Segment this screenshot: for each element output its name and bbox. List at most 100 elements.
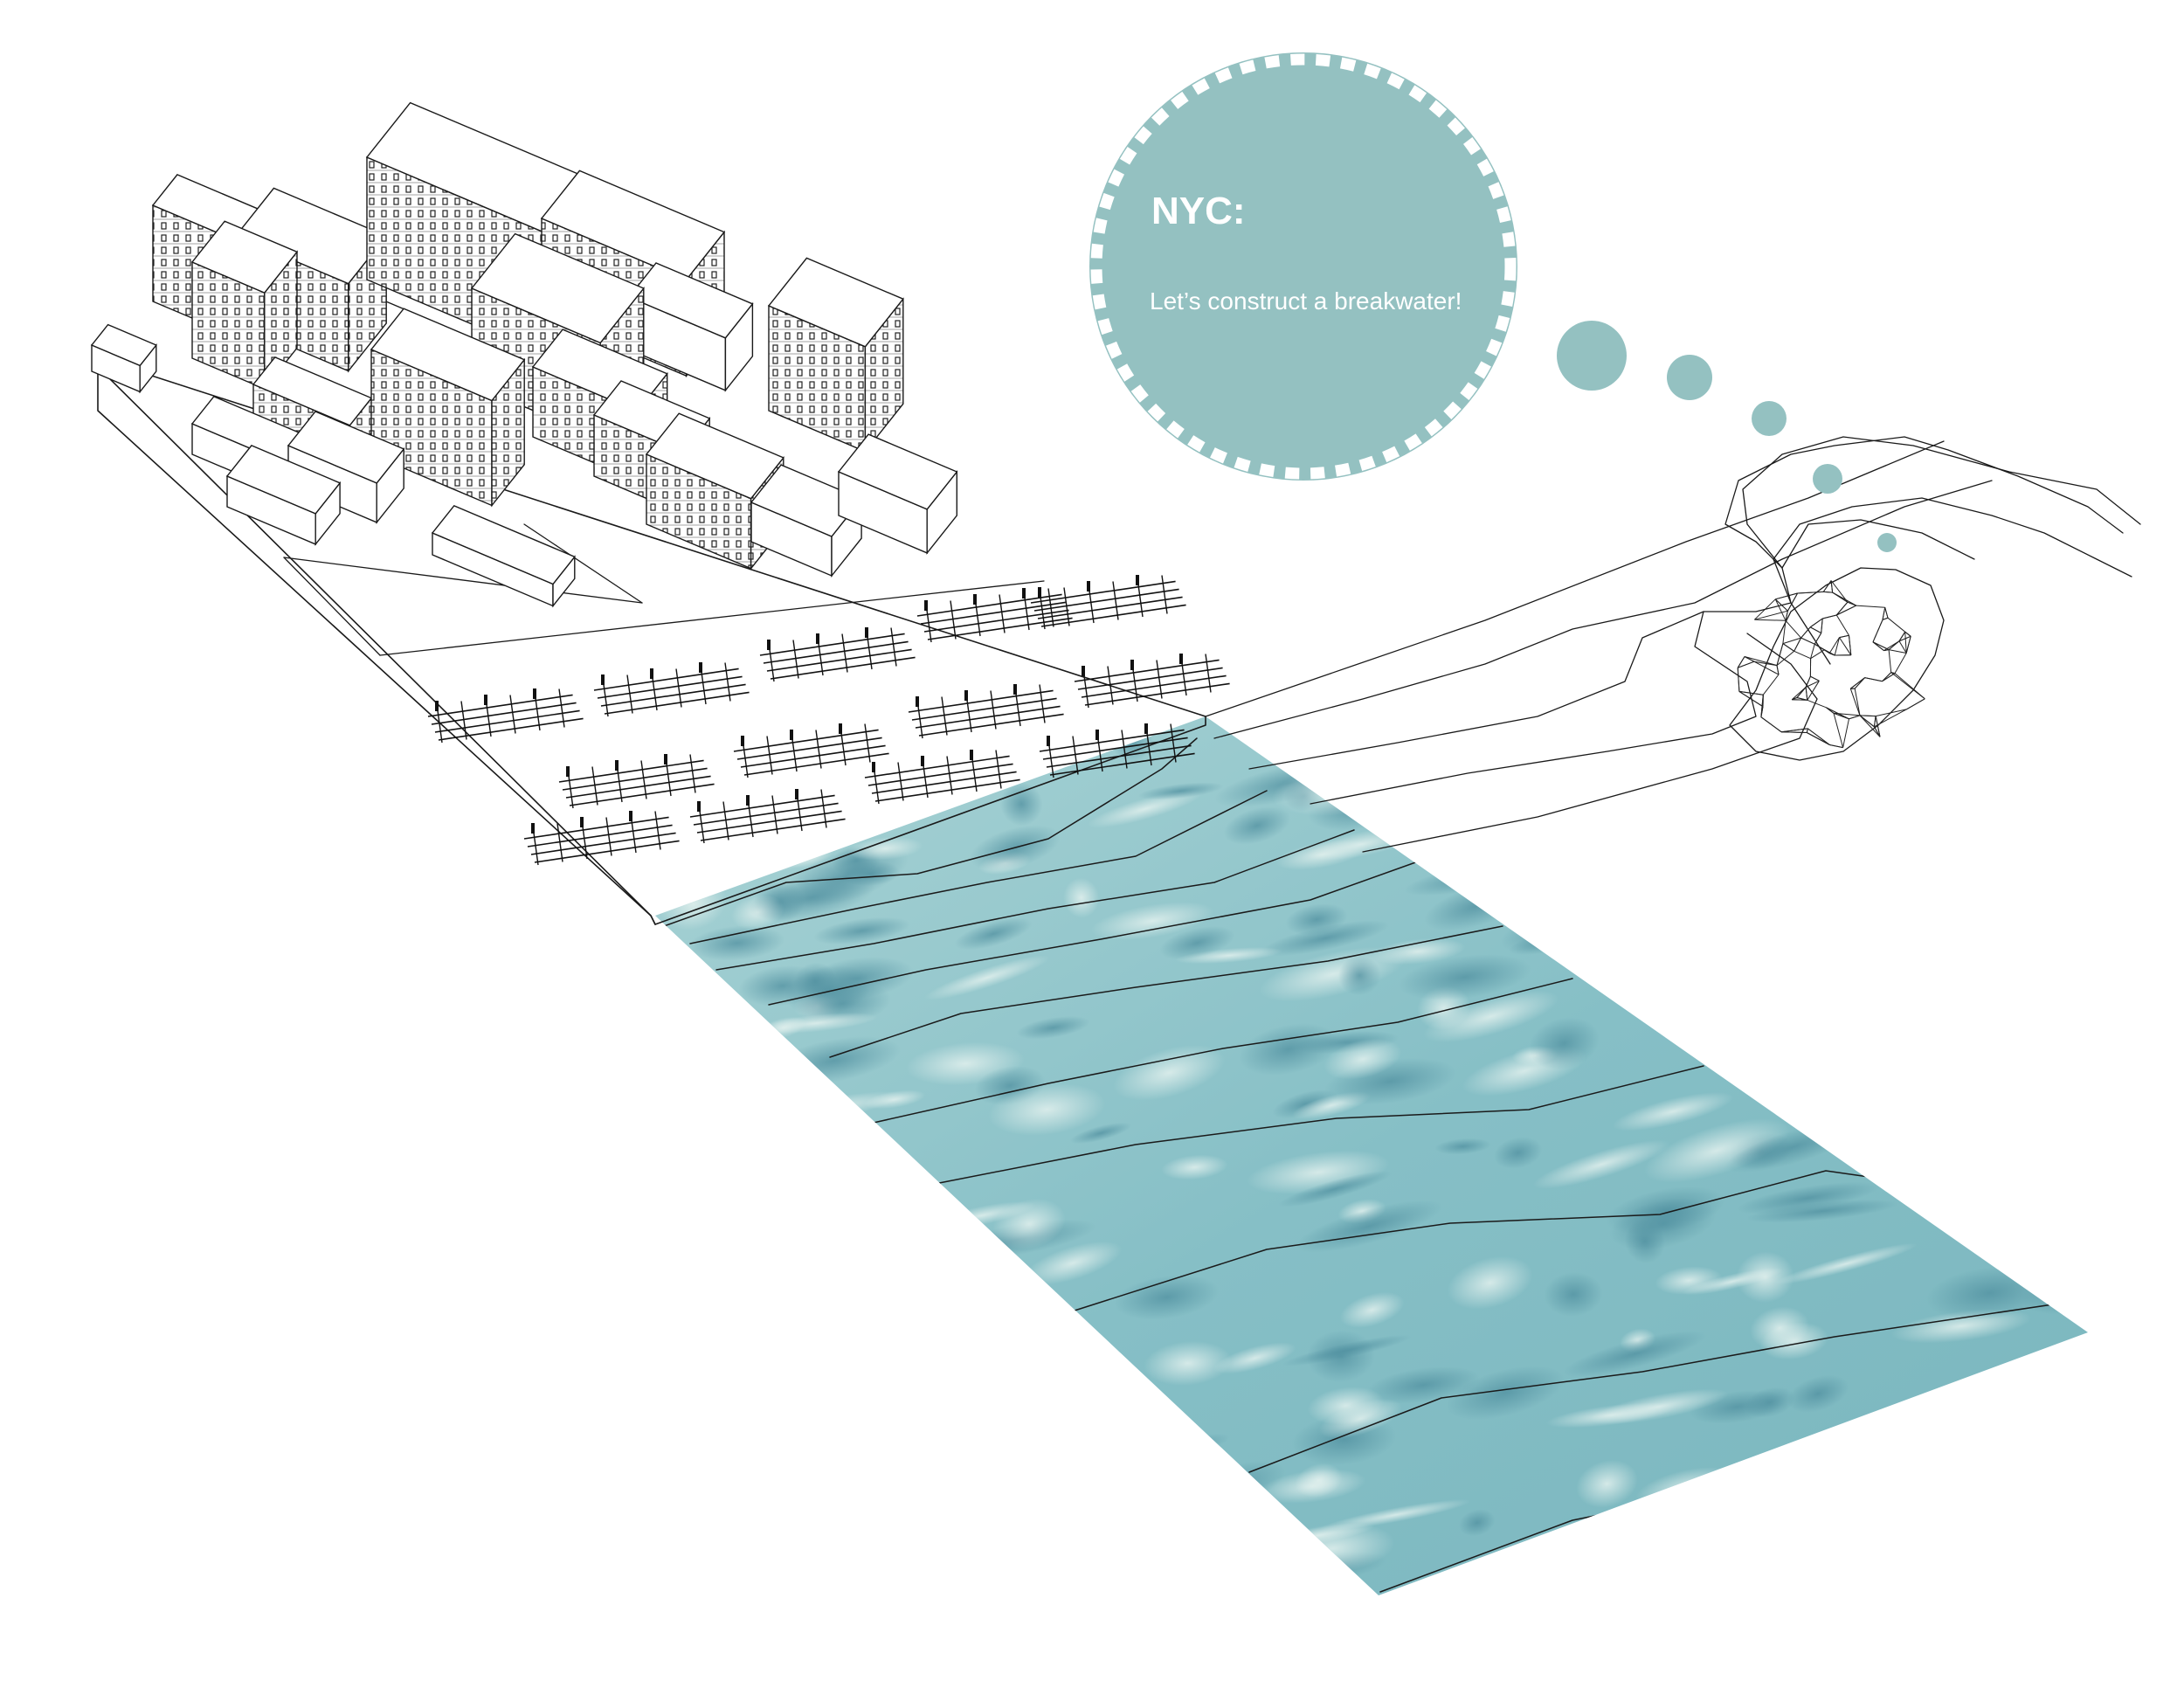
water-ripple (874, 1454, 974, 1490)
water-ripple (863, 1090, 926, 1110)
water-ripple (1609, 1198, 1717, 1250)
water-ripple (1958, 1539, 2004, 1583)
water-ripple (1655, 1266, 1723, 1295)
rock-mesh-edge (1872, 641, 1890, 651)
water-ripple (1595, 937, 1652, 991)
pier-unit (558, 754, 715, 809)
rock-mesh-edge (1904, 631, 1911, 637)
water-ripple (769, 1135, 808, 1172)
water-ripple (2005, 1015, 2088, 1066)
water-ripple (1444, 834, 1541, 861)
rock-mesh-edge (1888, 649, 1892, 673)
rock-mesh-edge (1807, 732, 1830, 745)
rock-mesh-edge (1849, 688, 1861, 716)
rock-mesh-edge (1873, 726, 1881, 737)
water-ripple (689, 925, 785, 961)
water-ripple (836, 1290, 916, 1325)
water-ripple (732, 1505, 874, 1554)
water-ripple (2050, 1100, 2088, 1148)
thought-bubble-circle (1089, 52, 1517, 481)
building (431, 504, 576, 608)
rock-mesh-edge (1856, 605, 1885, 608)
water-ripple (1583, 812, 1721, 856)
water-ripple (1307, 1387, 1385, 1425)
water-ripple (764, 1126, 878, 1171)
water-ripple (762, 1337, 831, 1387)
water-ripple (1697, 1505, 1786, 1559)
water-ripple (1295, 1463, 1343, 1498)
water-ripple (964, 716, 1101, 756)
rock-mesh-edge (1780, 731, 1807, 733)
rock-mesh-edge (1894, 653, 1907, 674)
rock-mesh-edge (1760, 695, 1764, 717)
rock-mesh-edge (1810, 649, 1825, 660)
water-ripple (1987, 986, 2077, 1020)
rock-mesh-edge (1890, 672, 1896, 675)
rock-mesh-edge (1830, 580, 1849, 603)
rock-mesh-edge (1898, 635, 1911, 642)
pier-unit (733, 723, 889, 778)
thought-dot-3 (1752, 401, 1787, 436)
water-ripple (955, 1344, 1027, 1395)
pier-unit (1030, 575, 1186, 630)
water-ripple (1272, 1090, 1337, 1119)
water-ripple (1912, 792, 1994, 826)
rock-mesh-edge (1776, 650, 1795, 666)
water-ripple (1871, 1419, 1918, 1437)
rock-mesh-edge (1872, 641, 1884, 651)
rock-mesh-edge (1796, 687, 1807, 698)
water-ripple (1398, 954, 1531, 1000)
pier-unit (1074, 654, 1230, 709)
rock-mesh-edge (1882, 673, 1896, 682)
building (190, 220, 299, 391)
water-ripple (771, 1472, 832, 1503)
water-ripple (1322, 716, 1379, 748)
water-ripple (1213, 1342, 1296, 1374)
water-ripple (1333, 744, 1401, 780)
water-ripple (1737, 1181, 1879, 1214)
rock-mesh-edge (1785, 611, 1788, 621)
water-ripple (764, 1469, 904, 1498)
water-ripple (1113, 1044, 1226, 1101)
rock-mesh-edge (1835, 614, 1849, 636)
thought-dot-5 (1877, 533, 1897, 552)
pier-unit (689, 789, 846, 844)
water-ripple (1261, 920, 1390, 957)
water-ripple (771, 1340, 907, 1378)
pier-unit (864, 750, 1020, 805)
water-ripple (1096, 1478, 1223, 1508)
rock-mesh-edge (1829, 744, 1843, 749)
rock-mesh-edge (1875, 716, 1881, 737)
rock-mesh-edge (1889, 649, 1907, 654)
water-ripple (756, 1013, 878, 1034)
water-ripple (1987, 716, 2062, 732)
pier-unit (759, 627, 916, 682)
rock-mesh-edge (1859, 715, 1875, 728)
water-ripple (2001, 837, 2088, 872)
rock-mesh-edge (1849, 635, 1852, 655)
rock-mesh-edge (1835, 601, 1849, 616)
water-ripple (1736, 1251, 1794, 1303)
rock-mesh-edge (1905, 636, 1911, 654)
rock-mesh-edge (1884, 607, 1889, 619)
rock-mesh-edge (1906, 698, 1925, 710)
pier-unit (916, 588, 1073, 643)
rock-mesh-edge (1821, 618, 1823, 633)
water-ripple (1787, 1374, 1849, 1413)
water-ripple (947, 1332, 1055, 1376)
rock-mesh-edge (1873, 716, 1876, 727)
rock-mesh-edge (1782, 620, 1787, 644)
rock-mesh-edge (1872, 619, 1883, 642)
rock-mesh-edge (1839, 637, 1852, 656)
water-ripple (1602, 1514, 1660, 1559)
rock-mesh-edge (1775, 592, 1798, 600)
water-ripple (747, 1097, 827, 1125)
water-ripple (1629, 1575, 1731, 1595)
water-ripple (1016, 1015, 1090, 1040)
building (767, 257, 904, 453)
water-ripple (924, 955, 1050, 1000)
pier-unit (523, 811, 680, 866)
rock-mesh-edge (1882, 607, 1886, 620)
water-ripple (790, 1425, 906, 1449)
rock-mesh-edge (1780, 728, 1808, 733)
